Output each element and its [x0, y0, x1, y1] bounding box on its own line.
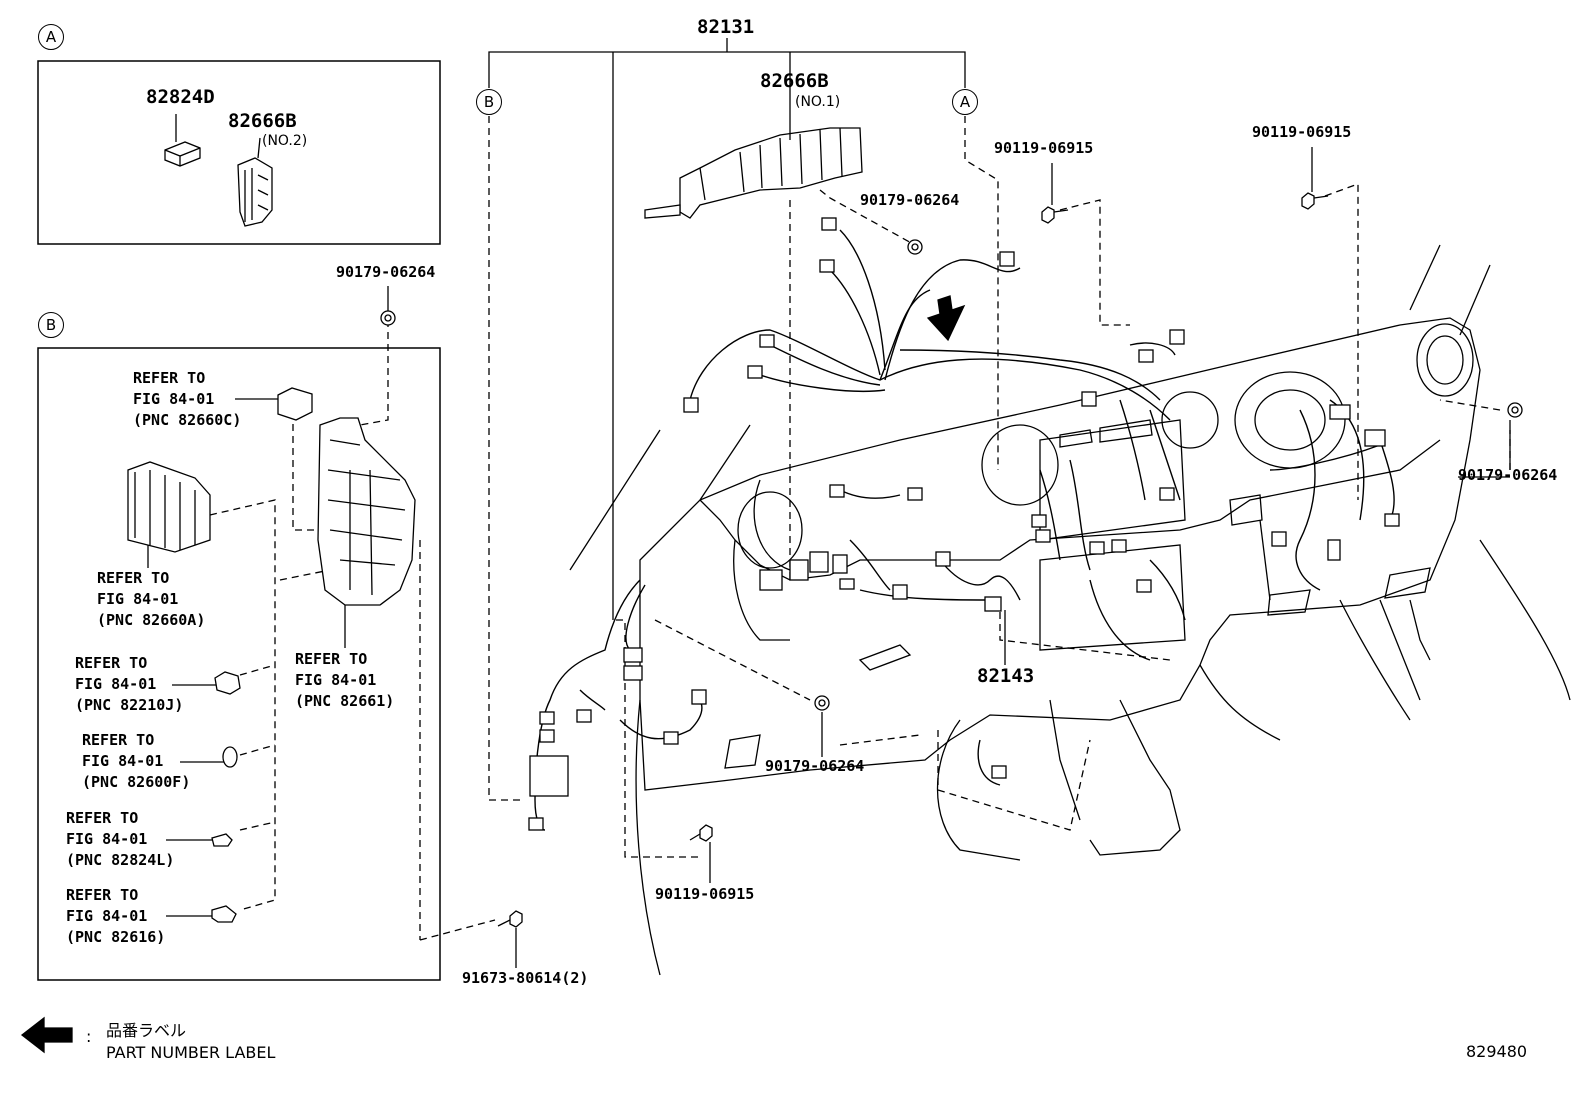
- refer-line2: FIG 84-01: [75, 675, 157, 693]
- refer-line2: FIG 84-01: [295, 671, 377, 689]
- refer-line1: REFER TO: [66, 886, 139, 904]
- refer-note-82600f: REFER TO FIG 84-01 (PNC 82600F): [82, 730, 190, 793]
- refer-note-82824l: REFER TO FIG 84-01 (PNC 82824L): [66, 808, 174, 871]
- legend-arrow-icon: [20, 1016, 73, 1054]
- refer-line1: REFER TO: [97, 569, 170, 587]
- relay-block-icon: [164, 114, 201, 167]
- refer-line2: FIG 84-01: [97, 590, 179, 608]
- part-82666b-no2: 82666B: [228, 110, 297, 132]
- part-82666b-no1: 82666B: [760, 70, 829, 92]
- bracket-no1-icon: [644, 75, 863, 219]
- refer-pnc: (PNC 82661): [295, 692, 395, 710]
- fasteners: [380, 192, 1523, 928]
- refer-line2: FIG 84-01: [82, 752, 164, 770]
- part-label-arrow-icon: [926, 295, 966, 342]
- refer-pnc: (PNC 82210J): [75, 696, 184, 714]
- legend-label: 品番ラベル PART NUMBER LABEL: [106, 1020, 275, 1064]
- legend-colon: :: [86, 1027, 92, 1046]
- refer-note-82660a: REFER TO FIG 84-01 (PNC 82660A): [97, 568, 205, 631]
- section-marker-b: B: [38, 312, 64, 338]
- refer-line2: FIG 84-01: [66, 830, 148, 848]
- refer-pnc: (PNC 82660C): [133, 411, 242, 429]
- refer-pnc: (PNC 82824L): [66, 851, 175, 869]
- refer-line2: FIG 84-01: [66, 907, 148, 925]
- part-90119-top-right: 90119-06915: [1252, 123, 1352, 141]
- refer-note-82660c: REFER TO FIG 84-01 (PNC 82660C): [133, 368, 241, 431]
- connectors: [528, 217, 1400, 831]
- refer-line2: FIG 84-01: [133, 390, 215, 408]
- callout-marker-b: B: [476, 89, 502, 115]
- leaders: [147, 147, 1511, 968]
- part-82824d: 82824D: [146, 86, 215, 108]
- refer-line1: REFER TO: [82, 731, 155, 749]
- refer-pnc: (PNC 82616): [66, 928, 166, 946]
- refer-pnc: (PNC 82660A): [97, 611, 206, 629]
- refer-pnc: (PNC 82600F): [82, 773, 191, 791]
- legend-label-jp: 品番ラベル: [106, 1021, 187, 1040]
- bracket-no2-icon: [237, 137, 273, 227]
- part-90119-bottom: 90119-06915: [655, 885, 755, 903]
- part-90179-bottom: 90179-06264: [765, 757, 865, 775]
- refer-line1: REFER TO: [75, 654, 148, 672]
- part-90179-right: 90179-06264: [1458, 466, 1558, 484]
- refer-note-82661: REFER TO FIG 84-01 (PNC 82661): [295, 649, 394, 712]
- legend-label-en: PART NUMBER LABEL: [106, 1043, 276, 1062]
- dashboard-panel: [569, 244, 1571, 976]
- refer-note-82210j: REFER TO FIG 84-01 (PNC 82210J): [75, 653, 183, 716]
- figure-number: 829480: [1466, 1042, 1528, 1061]
- relay-box-icon: [127, 387, 416, 923]
- leader-82131: [488, 51, 966, 88]
- part-82666b-no1-qualifier: (NO.1): [795, 94, 841, 110]
- refer-note-82616: REFER TO FIG 84-01 (PNC 82616): [66, 885, 165, 948]
- part-82143: 82143: [977, 665, 1035, 687]
- part-90179-top: 90179-06264: [860, 191, 960, 209]
- section-marker-a: A: [38, 24, 64, 50]
- part-82666b-no2-qualifier: (NO.2): [262, 133, 308, 149]
- part-90119-top-left: 90119-06915: [994, 139, 1094, 157]
- refer-line1: REFER TO: [66, 809, 139, 827]
- refer-line1: REFER TO: [133, 369, 206, 387]
- inset-box-a: [37, 60, 441, 245]
- refer-line1: REFER TO: [295, 650, 368, 668]
- part-82131: 82131: [697, 16, 755, 38]
- inset-box-b: [37, 347, 441, 981]
- part-90179-box-b: 90179-06264: [336, 263, 436, 281]
- callout-marker-a: A: [952, 89, 978, 115]
- part-91673: 91673-80614(2): [462, 969, 589, 987]
